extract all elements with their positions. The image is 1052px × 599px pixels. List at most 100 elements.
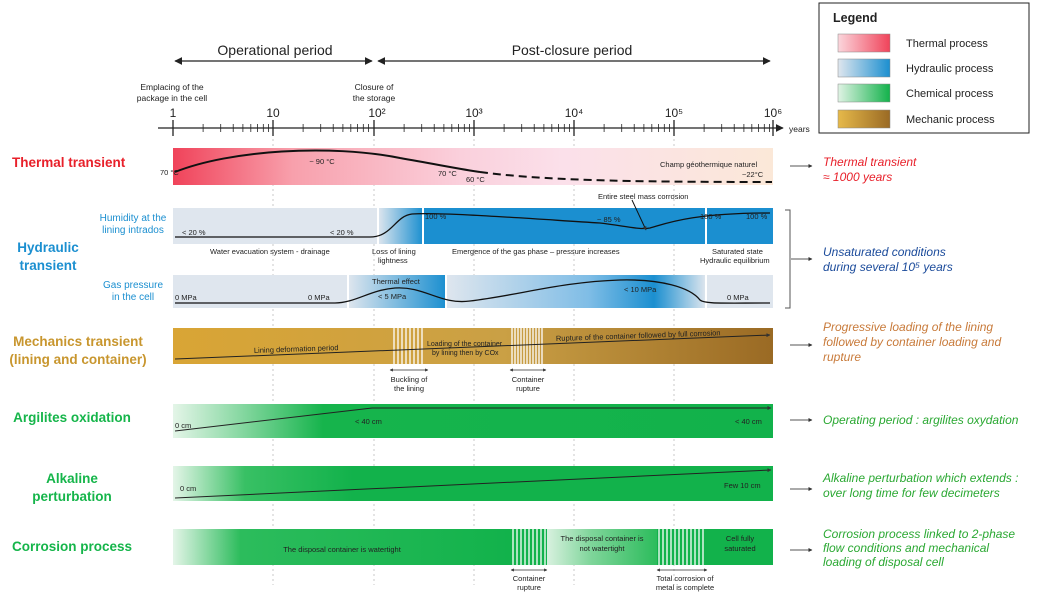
humidity-value: 100 % xyxy=(700,212,722,221)
thermal-effect-label: Thermal effect xyxy=(372,277,421,286)
buckling-label: Buckling of xyxy=(391,375,429,384)
total-corrosion-label: Total corrosion of xyxy=(656,574,714,583)
closure-label: Closure of xyxy=(355,82,394,92)
natural-field-label: Champ géothermique naturel xyxy=(660,160,757,169)
steel-corrosion-label: Entire steel mass corrosion xyxy=(598,192,688,201)
gas-value: < 10 MPa xyxy=(624,285,657,294)
period-header: Operational period Post-closure period E… xyxy=(137,42,771,103)
temp-label: ~ 90 °C xyxy=(309,157,335,166)
gas-pressure-label-2: in the cell xyxy=(112,292,154,303)
humidity-value: 100 % xyxy=(425,212,447,221)
thermal-curve-dashed xyxy=(479,171,773,183)
hydraulic-bracket xyxy=(785,209,791,309)
legend-swatch-thermal xyxy=(837,33,891,53)
temp-label: 70 °C xyxy=(160,168,179,177)
depth-value: < 40 cm xyxy=(735,417,762,426)
mechanics-summary-2: followed by container loading and xyxy=(823,335,1001,349)
lining-deformation-label: Lining deformation period xyxy=(254,343,339,355)
legend-title: Legend xyxy=(833,11,877,25)
cell-saturated-label: Cell fully xyxy=(726,534,755,543)
alkaline-summary-2: over long time for few decimeters xyxy=(823,486,1000,500)
loading-label-2: by lining then by COx xyxy=(432,350,499,357)
argilites-curve xyxy=(174,407,770,432)
gas-emergence-label: Emergence of the gas phase – pressure in… xyxy=(452,247,620,256)
hydraulic-row: Hydraulic transient Humidity at the lini… xyxy=(17,192,953,309)
thermal-title: Thermal transient xyxy=(12,155,126,170)
mechanics-row: Mechanics transient (lining and containe… xyxy=(9,320,1001,393)
mechanics-title-2: (lining and container) xyxy=(9,352,146,367)
tick-label-100: 10² xyxy=(368,106,385,120)
depth-value: Few 10 cm xyxy=(724,481,761,490)
legend-swatch-mechanic xyxy=(837,109,891,129)
total-corrosion-hatch xyxy=(658,529,704,565)
hydraulic-title-2: transient xyxy=(19,258,77,273)
humidity-value: < 20 % xyxy=(330,228,354,237)
mechanics-summary-3: rupture xyxy=(823,350,861,364)
corrosion-title: Corrosion process xyxy=(12,539,132,554)
humidity-value: 100 % xyxy=(746,212,768,221)
tick-label-1000000: 10⁶ xyxy=(764,106,782,120)
mechanics-title: Mechanics transient xyxy=(13,334,143,349)
depth-value: 0 cm xyxy=(180,484,196,493)
legend: Legend Thermal process Hydraulic process… xyxy=(818,2,1030,134)
tick-label-1000: 10³ xyxy=(465,106,482,120)
hydraulic-summary: Unsaturated conditions xyxy=(823,245,946,259)
loss-label: Loss of lining xyxy=(372,247,416,256)
argilites-bar xyxy=(173,404,773,438)
buckling-hatch xyxy=(393,328,423,364)
depth-value: 0 cm xyxy=(175,421,191,430)
tick-label-100000: 10⁵ xyxy=(665,106,683,120)
alkaline-row: Alkaline perturbation 0 cm Few 10 cm Alk… xyxy=(32,466,1018,504)
container-rupture-label-2: rupture xyxy=(517,583,541,592)
mechanics-summary: Progressive loading of the lining xyxy=(823,320,993,334)
hydraulic-title: Hydraulic xyxy=(17,240,79,255)
argilites-summary: Operating period : argilites oxydation xyxy=(823,413,1019,427)
saturated-label: Saturated state xyxy=(712,247,763,256)
alkaline-trend-line xyxy=(174,468,772,499)
argilites-title: Argilites oxidation xyxy=(13,410,131,425)
gas-value: < 5 MPa xyxy=(378,292,407,301)
gas-pressure-label: Gas pressure xyxy=(103,280,163,291)
tick-label-10: 10 xyxy=(266,106,280,120)
saturated-label-2: Hydraulic equilibrium xyxy=(700,256,770,265)
container-rupture-label-2: rupture xyxy=(516,384,540,393)
axis-unit: years xyxy=(789,124,810,134)
temp-label: 60 °C xyxy=(466,175,485,184)
thermal-row: Thermal transient 70 °C ~ 90 °C 70 °C 60… xyxy=(12,148,917,185)
thermal-summary: Thermal transient xyxy=(823,155,917,169)
legend-label-mechanic: Mechanic process xyxy=(906,114,995,126)
tick-label-1: 1 xyxy=(170,106,177,120)
watertight-label: The disposal container is watertight xyxy=(283,545,401,554)
gas-value: 0 MPa xyxy=(308,293,331,302)
emplacing-label: Emplacing of the xyxy=(140,82,204,92)
humidity-label-2: lining intrados xyxy=(102,225,164,236)
legend-label-thermal: Thermal process xyxy=(906,38,988,50)
corrosion-row: Corrosion process The disposal container… xyxy=(12,527,1015,592)
legend-label-chemical: Chemical process xyxy=(906,88,994,100)
temp-label: ~22°C xyxy=(742,170,764,179)
temp-label: 70 °C xyxy=(438,169,457,178)
gas-value: 0 MPa xyxy=(727,293,750,302)
container-rupture-label: Container xyxy=(512,375,545,384)
legend-swatch-hydraulic xyxy=(837,58,891,78)
argilites-row: Argilites oxidation 0 cm < 40 cm < 40 cm… xyxy=(13,404,1019,438)
thermal-summary-2: ≈ 1000 years xyxy=(823,170,892,184)
container-rupture-hatch xyxy=(512,529,546,565)
gas-pressure-curve xyxy=(175,279,771,304)
humidity-value: ~ 85 % xyxy=(597,215,621,224)
depth-value: < 40 cm xyxy=(355,417,382,426)
mechanics-bar xyxy=(173,328,773,364)
alkaline-title-2: perturbation xyxy=(32,489,112,504)
axis-minor-ticks xyxy=(202,124,770,132)
gas-value: 0 MPa xyxy=(175,293,198,302)
time-axis: 1 10 10² 10³ 10⁴ 10⁵ 10⁶ years xyxy=(158,106,810,136)
thermal-curve xyxy=(174,149,481,173)
humidity-value: < 20 % xyxy=(182,228,206,237)
closure-label-2: the storage xyxy=(353,93,396,103)
legend-swatch-chemical xyxy=(837,83,891,103)
humidity-label: Humidity at the xyxy=(100,213,167,224)
corrosion-summary-2: flow conditions and mechanical xyxy=(823,541,989,555)
container-rupture-label: Container xyxy=(513,574,546,583)
hydraulic-summary-2: during several 10⁵ years xyxy=(823,260,953,274)
loading-label: Loading of the container xyxy=(427,341,503,348)
